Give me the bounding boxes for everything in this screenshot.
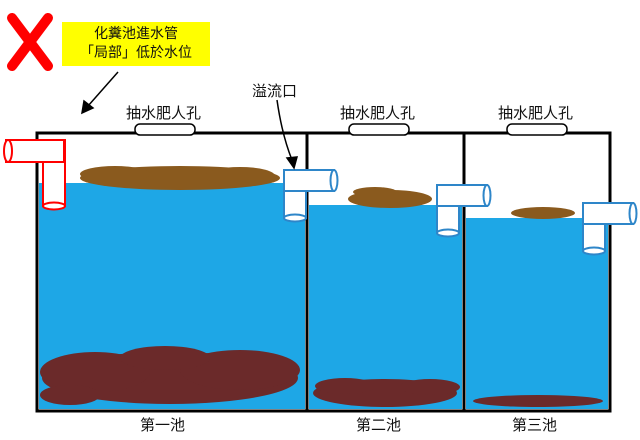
- tank-2-label: 第二池: [356, 416, 402, 434]
- pump-hole-label-3: 抽水肥人孔: [498, 104, 574, 122]
- tank-2-sludge: [313, 378, 460, 407]
- overflow-label: 溢流口: [252, 82, 298, 100]
- callout-line-1: 化糞池進水管: [94, 26, 178, 42]
- tank-2-water: [309, 205, 462, 409]
- tank-2-scum: [348, 187, 432, 208]
- inlet-pipe: [3, 139, 66, 211]
- tank-outer-wall: [35, 131, 612, 413]
- tank-1-sludge: [40, 346, 300, 405]
- tank-3-label: 第三池: [512, 416, 558, 434]
- callout-line-2: 「局部」低於水位: [80, 45, 192, 61]
- pump-hole-label-2: 抽水肥人孔: [340, 104, 416, 122]
- inlet-warning-callout: 化糞池進水管 「局部」低於水位: [62, 22, 210, 66]
- x-mark-icon: [7, 13, 53, 71]
- manhole-cover-2: [348, 123, 410, 136]
- outlet-pipe-1: [283, 169, 339, 223]
- tank-1-label: 第一池: [140, 416, 186, 434]
- tank-3-scum: [511, 207, 575, 219]
- outlet-pipe-2: [436, 184, 492, 238]
- overflow-arrow: [276, 99, 299, 170]
- tank-1-scum: [80, 166, 280, 190]
- outlet-pipe-3: [582, 202, 638, 256]
- tank-3-sludge: [473, 395, 603, 407]
- callout-arrow: [81, 71, 119, 115]
- pump-hole-label-1: 抽水肥人孔: [126, 104, 202, 122]
- manhole-cover-1: [134, 123, 196, 136]
- manhole-cover-3: [506, 123, 568, 136]
